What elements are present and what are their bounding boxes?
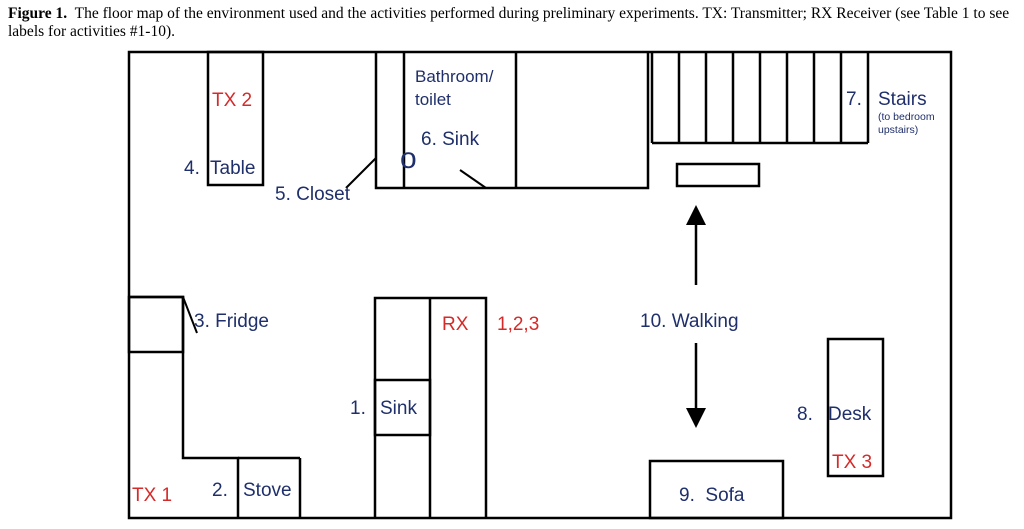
bathroom-label-line2: toilet	[415, 90, 451, 109]
tx1-label: TX 1	[132, 485, 172, 506]
walking-arrow-up-head	[686, 205, 706, 225]
bathroom-wall	[374, 52, 650, 190]
sofa-label: 9. Sofa	[679, 485, 745, 506]
stairs-label: Stairs	[878, 89, 927, 110]
fridge-label: 3. Fridge	[194, 311, 269, 332]
stairs-number: 7.	[846, 89, 862, 110]
table-number: 4.	[184, 158, 200, 179]
sink-block	[373, 378, 432, 437]
closet-door	[345, 157, 377, 189]
fridge-door	[182, 296, 198, 334]
tx3-label: TX 3	[832, 452, 872, 473]
outer-wall	[127, 50, 953, 520]
table-block	[206, 50, 265, 187]
desk-number: 8.	[797, 404, 813, 425]
fridge-block	[127, 295, 185, 354]
closet-label: 5. Closet	[275, 184, 351, 205]
figure-caption: Figure 1. The floor map of the environme…	[8, 5, 1020, 41]
stove-number: 2.	[212, 480, 228, 501]
table-label: Table	[210, 158, 255, 179]
walking-label: 10. Walking	[640, 311, 739, 332]
sink1-label: Sink	[380, 398, 417, 419]
desk-label: Desk	[828, 404, 872, 425]
stairs-note-line2: upstairs)	[878, 124, 918, 136]
rx-activities-label: 1,2,3	[497, 314, 539, 335]
stairs-landing	[675, 162, 761, 188]
sofa-block	[648, 459, 785, 520]
sink6-drain-icon: o	[400, 142, 417, 175]
caption-text: The floor map of the environment used an…	[8, 5, 1010, 40]
tx2-label: TX 2	[212, 90, 252, 111]
stairs-note-line1: (to bedroom	[878, 111, 935, 123]
sink-door	[459, 169, 487, 189]
sink6-label: 6. Sink	[421, 129, 480, 150]
rx-label: RX	[442, 314, 469, 335]
walls	[127, 50, 953, 520]
bathroom-label-line1: Bathroom/	[415, 67, 494, 86]
sink1-number: 1.	[350, 398, 366, 419]
walking-arrow-down-head	[686, 408, 706, 428]
desk-block	[826, 337, 885, 478]
stove-label: Stove	[243, 480, 292, 501]
caption-label: Figure 1.	[8, 5, 68, 22]
